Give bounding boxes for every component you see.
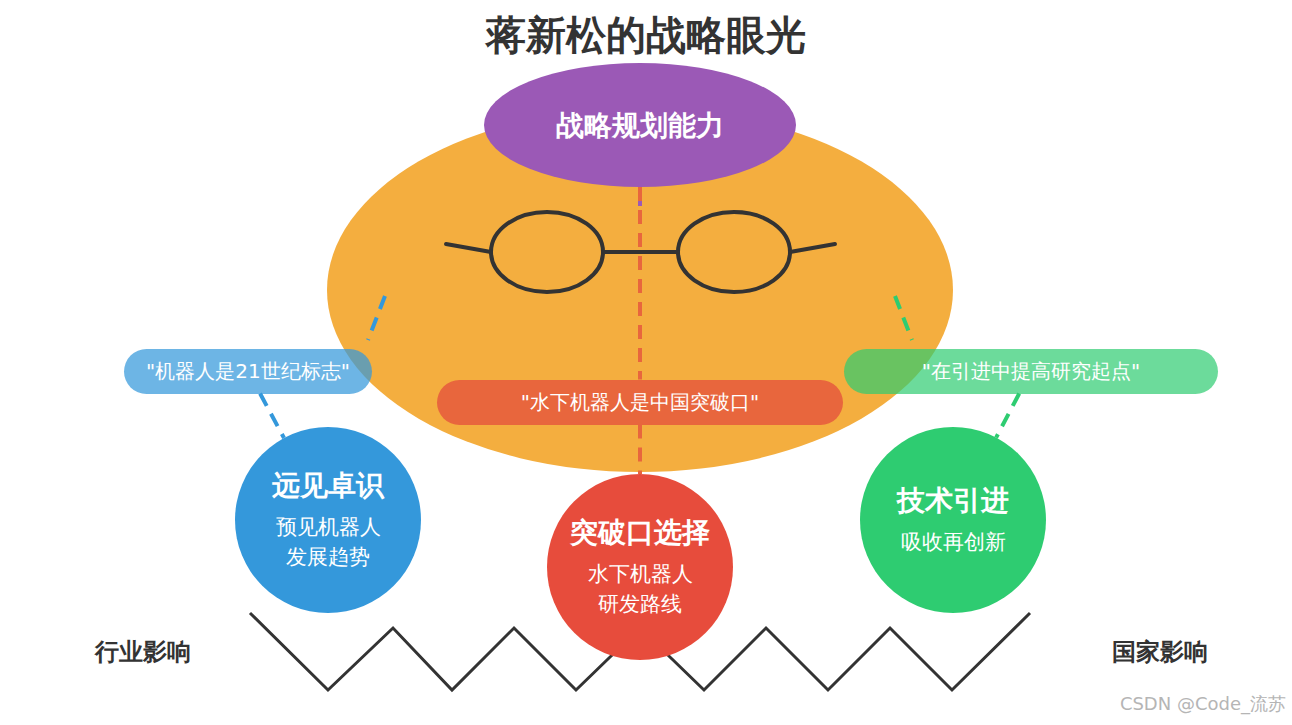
axis-label: 国家影响 <box>1112 636 1208 668</box>
leader-dash <box>895 296 912 340</box>
node-heading: "水下机器人是中国突破口" <box>521 390 759 415</box>
node-heading: 战略规划能力 <box>556 108 724 143</box>
node-body: 吸收再创新 <box>901 528 1006 557</box>
circle-outline <box>860 427 1046 613</box>
node-heading: "机器人是21世纪标志" <box>146 359 350 384</box>
quote-pill: "水下机器人是中国突破口" <box>437 380 843 425</box>
node-body: 预见机器人 发展趋势 <box>270 513 386 572</box>
dashed-connector <box>638 425 642 475</box>
title: 蒋新松的战略眼光 <box>0 8 1292 63</box>
axis-label: 行业影响 <box>95 636 191 668</box>
node-body: 水下机器人 研发路线 <box>582 560 698 619</box>
node-heading: 突破口选择 <box>570 515 710 550</box>
dashed-connector <box>996 394 1019 438</box>
quote-pill: "机器人是21世纪标志" <box>124 349 372 394</box>
watermark: CSDN @Code_流苏 <box>1120 692 1286 716</box>
node-heading: "在引进中提高研究起点" <box>922 359 1140 384</box>
circle-node: 突破口选择水下机器人 研发路线 <box>547 474 733 660</box>
quote-pill: "在引进中提高研究起点" <box>844 349 1218 394</box>
node-heading: 远见卓识 <box>272 468 384 503</box>
node-heading: 技术引进 <box>897 483 1009 518</box>
leader-dash <box>368 296 385 340</box>
dashed-connector <box>260 394 284 439</box>
ellipse-node: 战略规划能力 <box>484 63 796 187</box>
circle-node: 远见卓识预见机器人 发展趋势 <box>235 427 421 613</box>
circle-node: 技术引进吸收再创新 <box>860 427 1046 613</box>
dashed-connector <box>638 187 642 380</box>
